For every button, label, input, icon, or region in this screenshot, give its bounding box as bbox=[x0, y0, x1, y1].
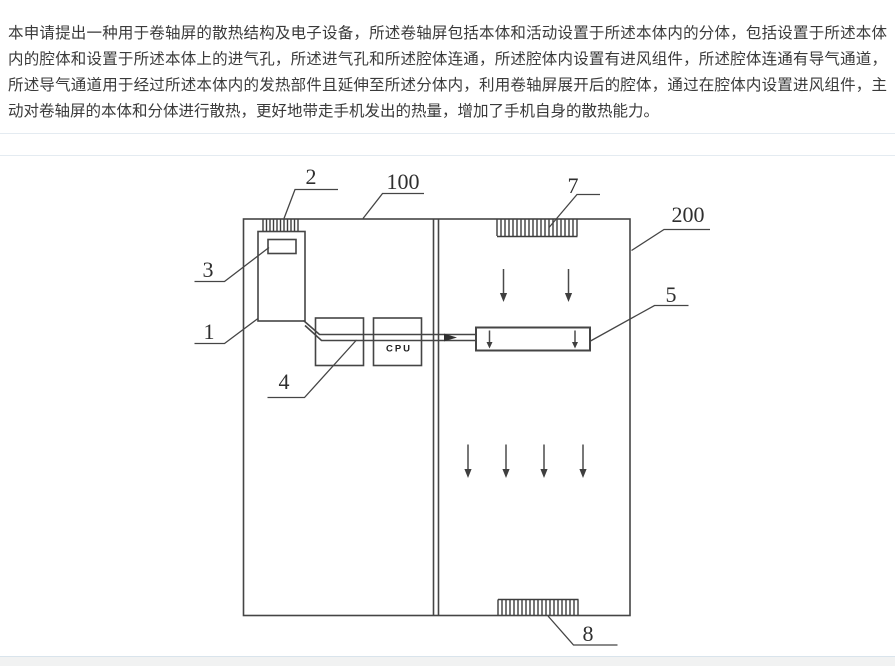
component-5-box bbox=[475, 326, 591, 352]
airflow-arrowhead bbox=[499, 293, 508, 302]
leader-line-4 bbox=[267, 339, 357, 399]
leader-line-5 bbox=[590, 304, 689, 342]
vent-7-comb bbox=[496, 219, 578, 238]
ref-label-5: 5 bbox=[665, 282, 677, 307]
airflow-arrowhead bbox=[502, 469, 510, 478]
ref-label-8: 8 bbox=[582, 621, 594, 646]
ref-label-1: 1 bbox=[203, 319, 215, 344]
cpu-box bbox=[372, 317, 423, 367]
component-5-arrowhead bbox=[572, 342, 578, 349]
leader-line-100 bbox=[362, 192, 424, 219]
patent-abstract-text: 本申请提出一种用于卷轴屏的散热结构及电子设备，所述卷轴屏包括本体和活动设置于所述… bbox=[8, 25, 887, 120]
cpu-label: CPU bbox=[385, 343, 413, 355]
vent-8-comb bbox=[497, 598, 579, 615]
patent-figure: 2 100 7 200 5 3 1 4 8 CPU bbox=[0, 156, 895, 656]
leader-line-8 bbox=[547, 615, 618, 646]
air-duct-bottom-line bbox=[304, 324, 476, 342]
leader-line-2 bbox=[283, 188, 338, 219]
airflow-arrowhead bbox=[540, 469, 548, 478]
component-3-box bbox=[267, 238, 297, 255]
component-4-box bbox=[314, 317, 365, 367]
ref-label-100: 100 bbox=[386, 169, 420, 194]
ref-label-3: 3 bbox=[202, 257, 214, 282]
component-1-box bbox=[257, 230, 306, 322]
ref-label-4: 4 bbox=[278, 369, 290, 394]
top-divider-line-2 bbox=[0, 155, 895, 156]
leader-line-7 bbox=[548, 193, 600, 228]
rollable-screen-outline bbox=[242, 218, 631, 617]
leader-line-3 bbox=[194, 246, 270, 283]
leader-line-1 bbox=[194, 317, 259, 345]
vent-2-comb bbox=[262, 219, 299, 231]
ref-label-200: 200 bbox=[671, 202, 705, 227]
bottom-strip bbox=[0, 657, 895, 666]
airflow-arrowhead bbox=[579, 469, 587, 478]
airflow-arrowhead bbox=[464, 469, 472, 478]
leader-line-200 bbox=[631, 228, 710, 252]
air-duct-flow-arrowhead bbox=[444, 333, 457, 342]
airflow-arrowhead bbox=[564, 293, 573, 302]
ref-label-7: 7 bbox=[567, 173, 579, 198]
ref-label-2: 2 bbox=[305, 164, 317, 189]
air-duct-top-line bbox=[302, 319, 476, 336]
bottom-divider-line bbox=[0, 656, 895, 657]
component-5-arrowhead bbox=[486, 342, 493, 349]
top-divider-line-1 bbox=[0, 133, 895, 134]
